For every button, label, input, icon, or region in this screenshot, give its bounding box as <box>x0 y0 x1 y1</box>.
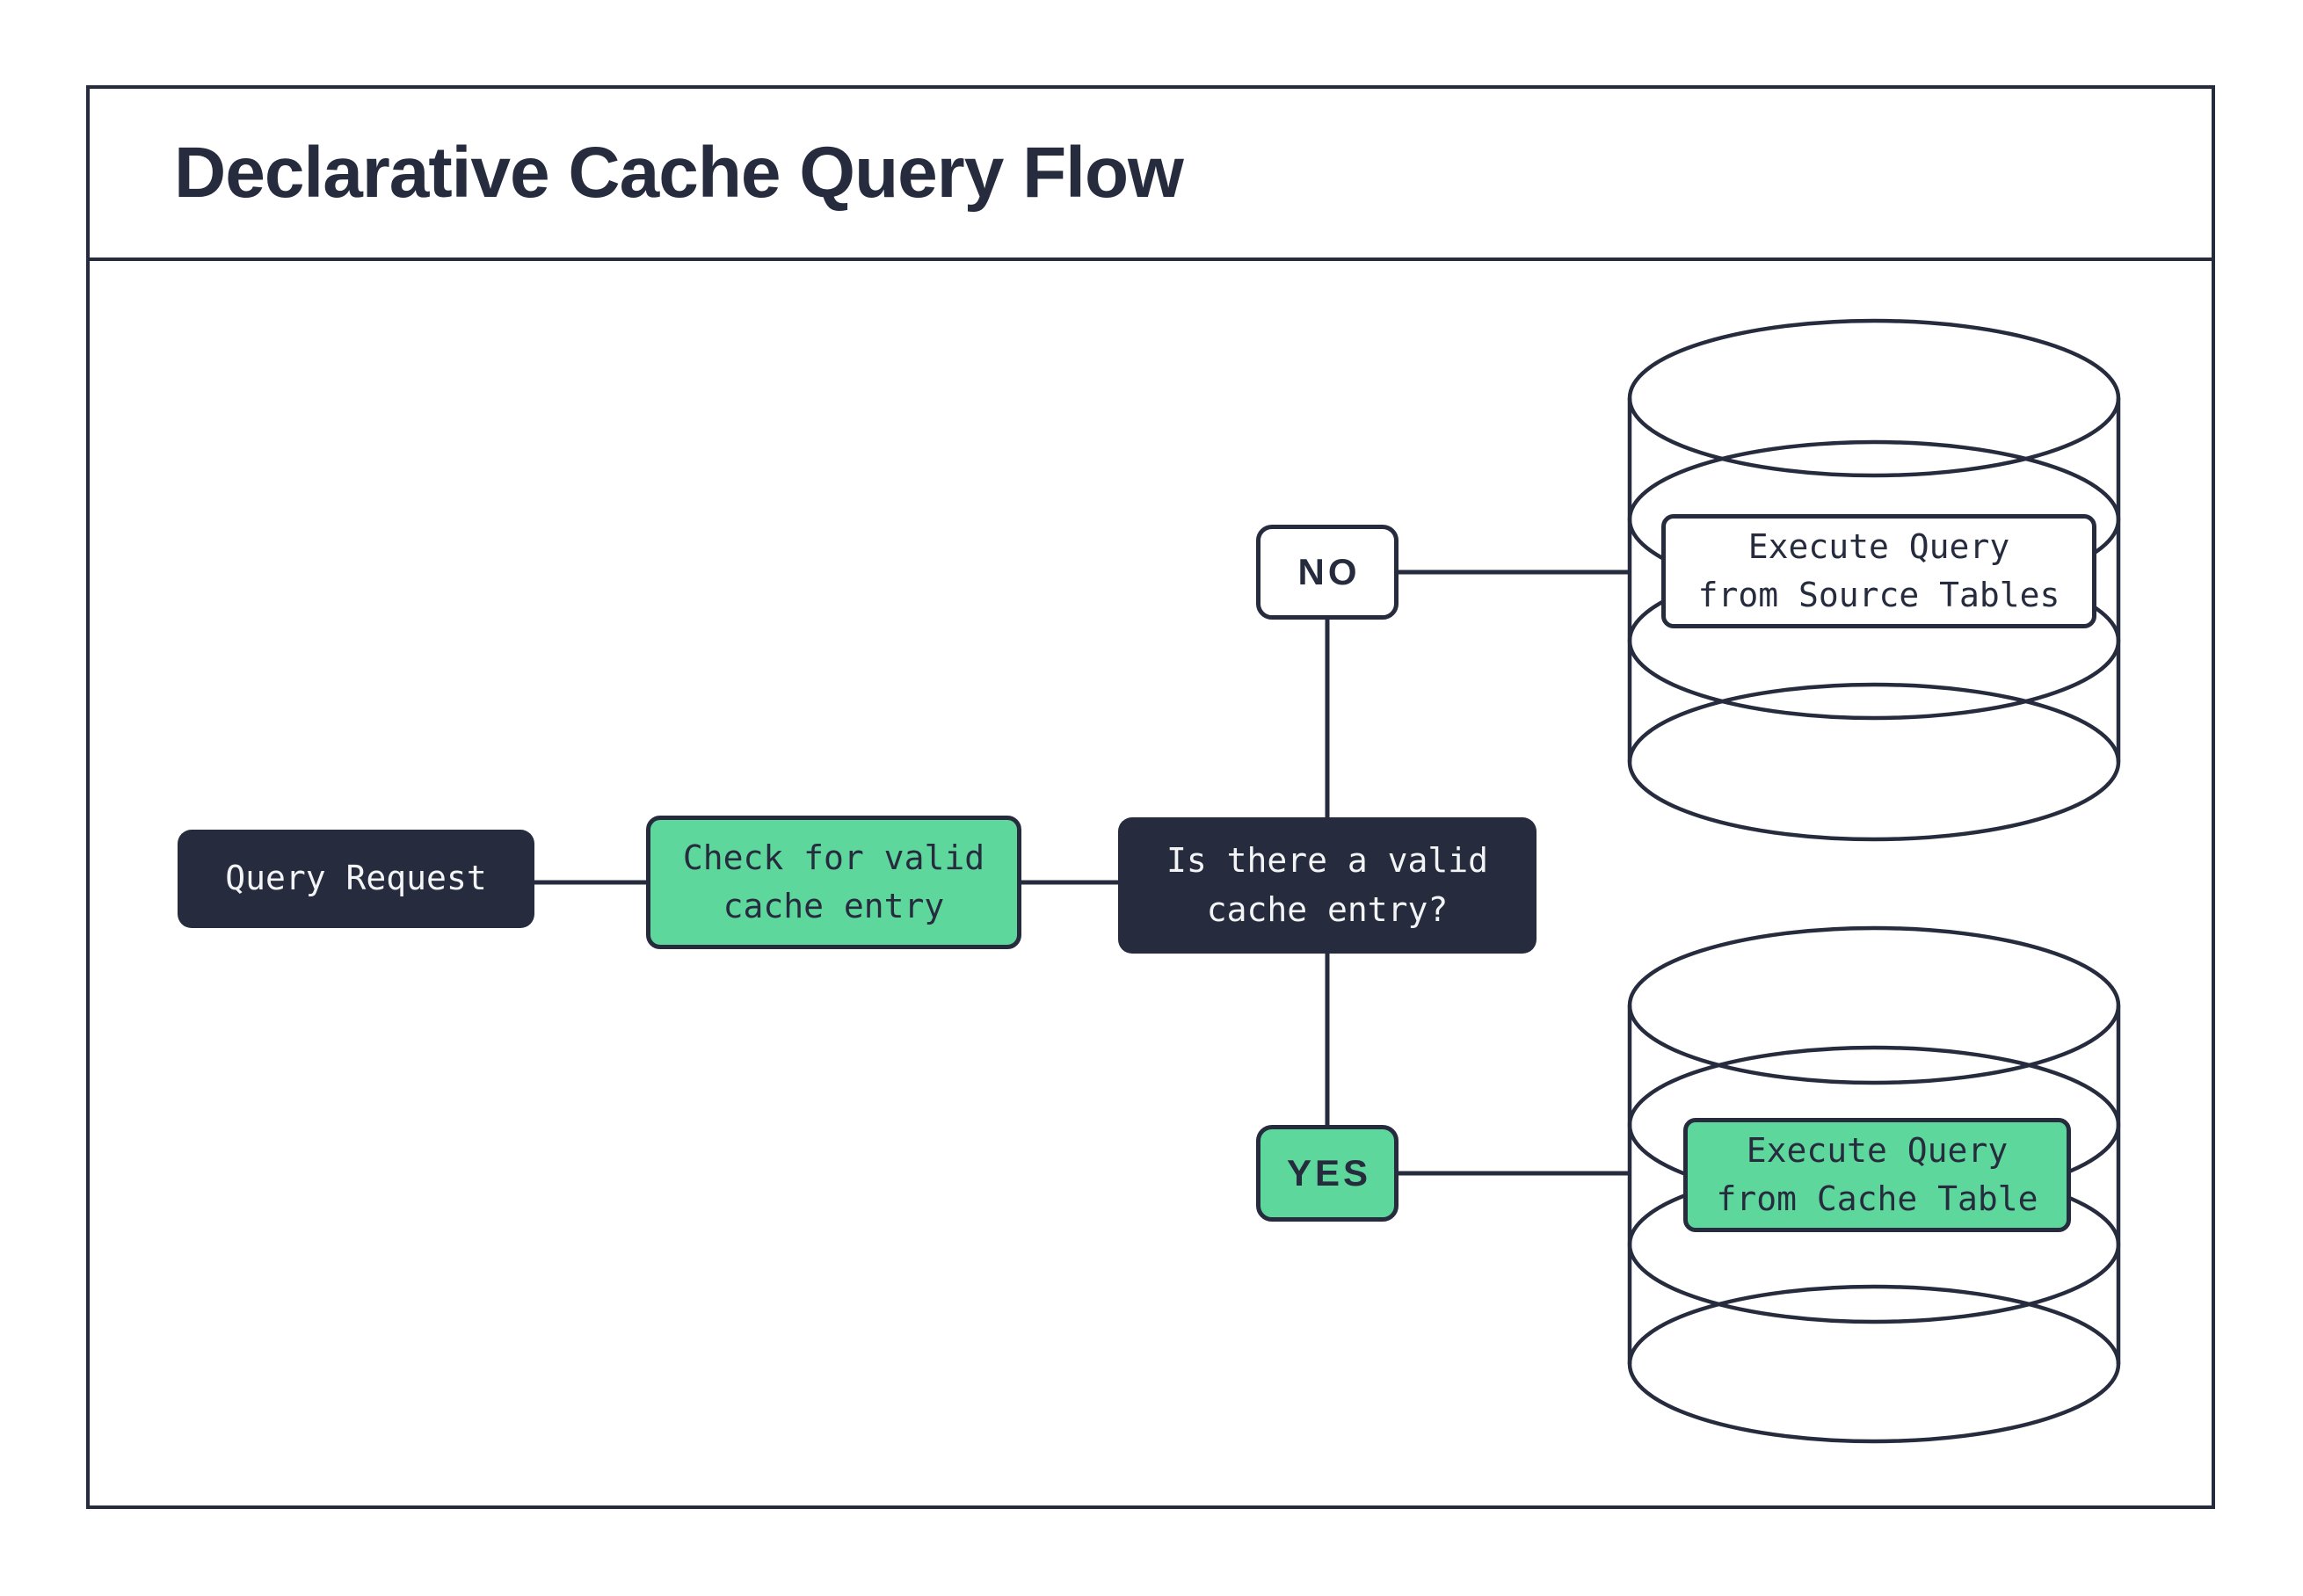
node-query-request: Query Request <box>178 830 534 928</box>
diagram-header: Declarative Cache Query Flow <box>86 85 2215 261</box>
node-execute-source: Execute Query from Source Tables <box>1661 514 2096 628</box>
cache-db-cylinder-icon <box>1627 925 2121 1444</box>
edge-label-yes: YES <box>1256 1125 1399 1222</box>
node-execute-cache: Execute Query from Cache Table <box>1683 1118 2071 1232</box>
node-execute-source-label: Execute Query from Source Tables <box>1697 526 2060 614</box>
node-check-cache: Check for valid cache entry <box>646 816 1021 949</box>
edge-label-no: NO <box>1256 525 1399 620</box>
edge-label-no-text: NO <box>1297 550 1361 592</box>
node-check-cache-label: Check for valid cache entry <box>682 838 985 925</box>
node-decision-label: Is there a valid cache entry? <box>1166 841 1489 929</box>
node-query-request-label: Query Request <box>225 859 487 898</box>
node-execute-cache-label: Execute Query from Cache Table <box>1716 1130 2038 1218</box>
edge-label-yes-text: YES <box>1286 1151 1372 1193</box>
node-decision: Is there a valid cache entry? <box>1118 817 1537 954</box>
page-title: Declarative Cache Query Flow <box>174 133 1184 213</box>
